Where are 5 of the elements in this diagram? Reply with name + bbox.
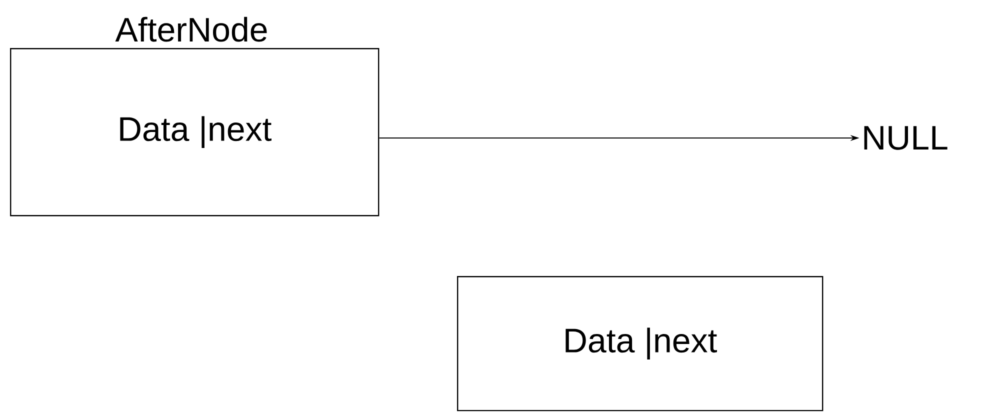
node-title: AfterNode (115, 16, 267, 42)
text: Data |next (120, 116, 272, 148)
node-box (457, 276, 824, 412)
null-label: NULL (864, 126, 948, 150)
text: Data |next (566, 328, 717, 360)
